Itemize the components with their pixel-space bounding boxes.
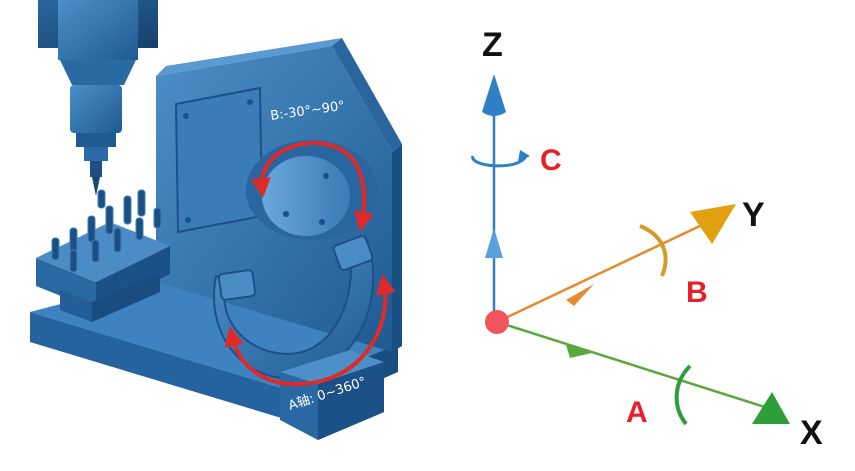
z-axis-label: Z — [482, 26, 503, 64]
b-axis-rotary-disc — [246, 140, 378, 240]
a-rotation-arrow — [674, 364, 692, 426]
z-axis — [471, 74, 530, 322]
coordinate-axes-icon: Z Y X C B A — [471, 26, 823, 452]
origin-point — [485, 310, 509, 334]
b-rotation-label: B — [686, 276, 708, 309]
x-axis — [496, 320, 790, 426]
y-axis-label: Y — [742, 196, 765, 234]
cnc-spindle-icon — [38, 0, 158, 196]
a-axis-rotation-arrow — [224, 274, 396, 387]
b-rotation-arrow — [639, 224, 668, 277]
x-axis-label: X — [800, 414, 823, 452]
cnc-machine-illustration: B:-30°~90° A轴: 0~360° — [30, 0, 402, 440]
b-axis-rotation-arrow — [251, 141, 374, 232]
c-rotation-label: C — [540, 144, 562, 177]
y-axis — [496, 204, 736, 324]
c-rotation-arrow — [471, 155, 528, 168]
a-rotation-label: A — [626, 396, 648, 429]
workpiece-fixture-icon — [36, 189, 170, 322]
